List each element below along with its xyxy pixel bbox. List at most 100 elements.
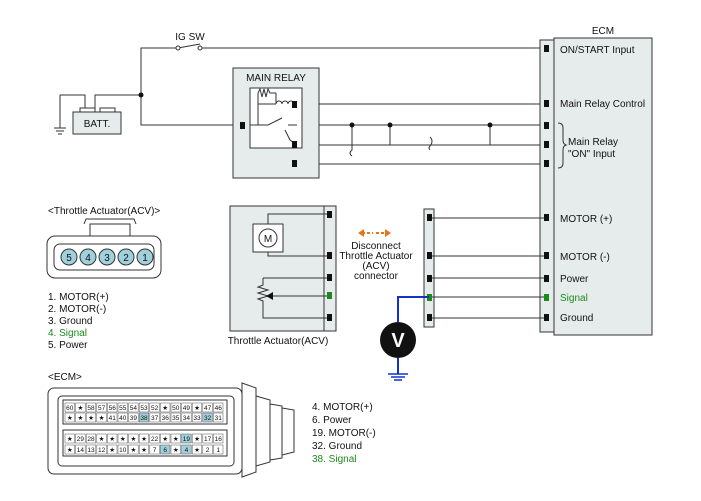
ecm-pin-number: 52	[151, 405, 159, 412]
ecm-pin-empty-star: ★	[173, 446, 179, 454]
ecm-pin-number: 47	[204, 405, 212, 412]
ecm-pin-number: 60	[66, 405, 74, 412]
ecm-pin-number: 34	[183, 415, 191, 422]
ecm-pin-number: 2	[206, 447, 210, 454]
ecm-pin-empty-star: ★	[88, 414, 94, 422]
wire	[428, 136, 433, 151]
ecm-pin-empty-star: ★	[141, 435, 147, 443]
acv-legend-item-signal: 4. Signal	[48, 328, 87, 339]
acv-pin-number: 2	[123, 253, 129, 264]
ecm-title: ECM	[592, 26, 614, 37]
ecm-pin-number: 40	[119, 415, 127, 422]
ecm-pin-cell	[138, 433, 150, 444]
ecm-pin-cell	[213, 412, 224, 423]
ecm-pin-cell	[191, 402, 203, 413]
voltmeter-ground-icon	[388, 373, 408, 381]
junction-dot	[387, 122, 393, 128]
wire-junctions	[138, 92, 493, 128]
actuator-pins	[327, 211, 332, 321]
ecm-pin	[544, 45, 549, 52]
ecm-pin-number: 16	[215, 436, 223, 443]
junction-dot	[487, 122, 493, 128]
ecm-connector-flange	[241, 382, 257, 478]
ecm-pin-number: 19	[183, 436, 191, 443]
ecm-pin-cell	[117, 402, 128, 413]
ecm-label-main-relay-on-2: "ON" Input	[568, 149, 615, 160]
ecm-pin	[544, 214, 549, 221]
acv-pin	[117, 248, 135, 266]
ecm-pin-empty-star: ★	[67, 435, 73, 443]
ecm-pin-empty-star: ★	[162, 435, 168, 443]
ig-sw-label: IG SW	[175, 32, 205, 43]
actuator-connector-strip	[323, 205, 337, 332]
ecm-pin-cell	[213, 402, 224, 413]
ecm-connector-title: <ECM>	[48, 372, 82, 383]
ecm-label-signal: Signal	[560, 293, 588, 304]
acv-connector-tab	[89, 223, 131, 237]
harness-wiring	[432, 217, 544, 319]
ecm-pin	[544, 122, 549, 129]
ecm-pin-cell	[85, 433, 97, 444]
ecm-label-ground: Ground	[560, 313, 593, 324]
ecm-pin	[544, 141, 549, 148]
ecm-pin-cell	[202, 444, 213, 455]
relay-pin	[292, 141, 297, 148]
ecm-pin-cell	[96, 433, 107, 444]
wire	[94, 47, 178, 110]
relay-pin	[292, 101, 297, 108]
ecm-pin-empty-star: ★	[130, 446, 136, 454]
ecm-pin-cell	[96, 444, 107, 455]
motor-icon	[258, 228, 278, 248]
acv-legend-item: 2. MOTOR(-)	[48, 304, 106, 315]
ecm-pin-cell	[107, 402, 118, 413]
ecm-pin-cell	[170, 444, 181, 455]
ecm-pin-cell	[85, 412, 97, 423]
ecm-connector-boot	[281, 407, 295, 456]
acv-legend-item: 3. Ground	[48, 316, 92, 327]
ecm-pin-cell	[191, 433, 203, 444]
ecm-pin-empty-star: ★	[99, 435, 105, 443]
ecm-pin-cell	[96, 402, 107, 413]
ecm-pin-number: 57	[98, 405, 106, 412]
ecm-pin-cell	[75, 444, 86, 455]
ecm-pin-number: 12	[98, 447, 106, 454]
ecm-pin-cell	[64, 433, 75, 444]
ecm-label-on-start: ON/START Input	[560, 45, 635, 56]
ecm-pin-cell	[107, 412, 118, 423]
ecm-pin-number: 54	[130, 405, 138, 412]
ecm-pin-cell	[75, 412, 86, 423]
ecm-pin-cell	[128, 402, 139, 413]
ecm-pin-cell	[96, 412, 107, 423]
ecm-pin-cell	[64, 402, 75, 413]
ecm-pin	[544, 160, 549, 167]
ecm-pin-cell	[191, 444, 203, 455]
ecm-pin-cell	[75, 433, 86, 444]
ecm-pin-empty-star: ★	[194, 435, 200, 443]
ecm-legend-item: 6. Power	[312, 415, 352, 426]
wire	[267, 213, 327, 224]
ecm-pin	[544, 275, 549, 282]
disconnect-note-1: Disconnect	[351, 241, 401, 252]
ecm-pin-number: 50	[172, 405, 180, 412]
ecm-pin-empty-star: ★	[67, 446, 73, 454]
ecm-pin-cell	[149, 444, 160, 455]
ecm-pin-empty-star: ★	[194, 446, 200, 454]
battery-ground-wire	[59, 94, 86, 128]
ecm-connector-boot	[269, 403, 283, 461]
ecm-pin-cell	[170, 412, 181, 423]
actuator-pin	[327, 314, 332, 321]
ecm-pin-cell	[149, 412, 160, 423]
ecm-pin-cell	[181, 444, 192, 455]
ecm-pin-empty-star: ★	[130, 435, 136, 443]
ecm-pin-number: 6	[163, 447, 167, 454]
ecm-pin-empty-star: ★	[77, 414, 83, 422]
relay-coil-icon	[275, 100, 295, 105]
ecm-pin	[544, 314, 549, 321]
ecm-pin-cell	[202, 433, 213, 444]
harness-pin	[427, 214, 432, 221]
ecm-pin-cell	[181, 412, 192, 423]
ecm-box	[553, 37, 653, 336]
ecm-pin-empty-star: ★	[194, 404, 200, 412]
